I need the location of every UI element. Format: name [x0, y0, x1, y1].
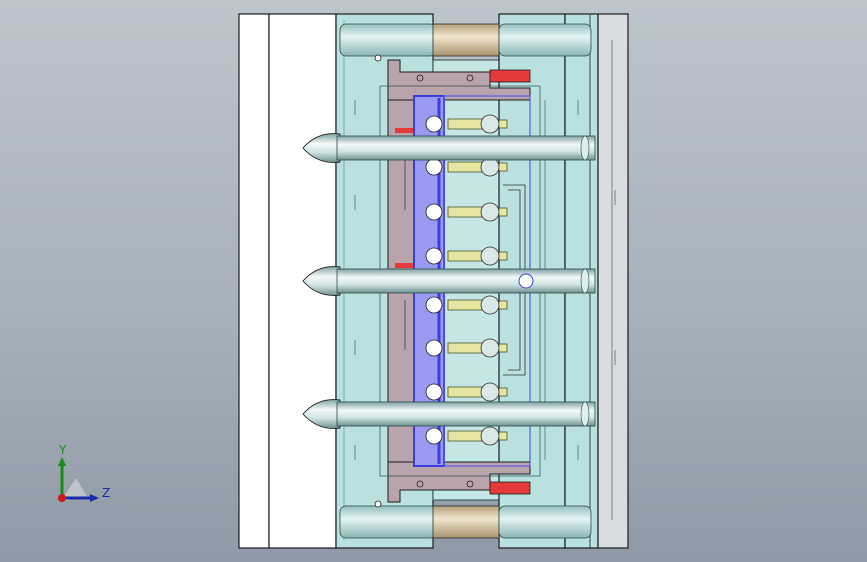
- triad-z-label: Z: [102, 486, 111, 500]
- cavity-part[interactable]: [425, 338, 508, 358]
- x-axis-dot: [58, 494, 66, 502]
- cavity-part[interactable]: [425, 202, 508, 222]
- plate-detail-lines: [354, 100, 616, 460]
- coordinate-triad: [48, 440, 118, 510]
- cavity-part[interactable]: [425, 114, 508, 134]
- guide-pin-bottom[interactable]: [302, 399, 596, 429]
- lifter-block-bottom[interactable]: [374, 461, 531, 508]
- cavity-part[interactable]: [425, 295, 508, 315]
- return-pin-bottom[interactable]: [339, 505, 592, 539]
- cavity-part[interactable]: [425, 246, 508, 266]
- cavity-part[interactable]: [425, 382, 508, 402]
- guide-pin-top[interactable]: [302, 133, 596, 163]
- right-clamp-plate[interactable]: [597, 13, 629, 549]
- return-pin-top[interactable]: [339, 23, 592, 57]
- cavity-parts[interactable]: [425, 114, 508, 446]
- cavity-part[interactable]: [425, 426, 508, 446]
- cavity-part[interactable]: [425, 157, 508, 177]
- triad-y-label: Y: [59, 443, 67, 457]
- guide-pin-middle[interactable]: [302, 266, 596, 296]
- lifter-block-top[interactable]: [374, 54, 531, 101]
